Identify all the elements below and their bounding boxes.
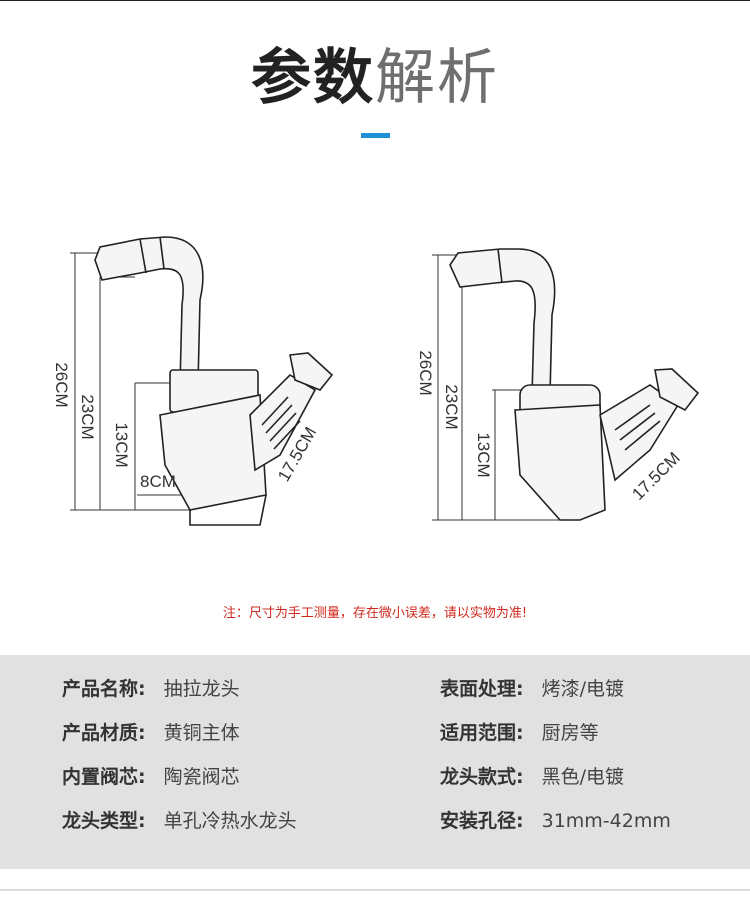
title-accent-bar xyxy=(361,133,390,138)
faucet-diagram-left: 26CM 23CM 13CM 8CM 17.5CM xyxy=(52,236,334,526)
spec-value: 厨房等 xyxy=(541,722,599,744)
spec-key: 产品材质: xyxy=(62,722,146,744)
spec-row-left-1: 产品名称: 抽拉龙头 xyxy=(62,674,240,704)
spec-value: 黑色/电镀 xyxy=(541,766,625,788)
spec-row-right-3: 龙头款式: 黑色/电镀 xyxy=(440,762,624,792)
spec-row-right-1: 表面处理: 烤漆/电镀 xyxy=(440,674,624,704)
spec-value: 抽拉龙头 xyxy=(163,678,240,700)
spec-key: 龙头类型: xyxy=(62,810,146,832)
dim-height-23cm: 23CM xyxy=(442,384,461,429)
spec-value: 烤漆/电镀 xyxy=(541,678,625,700)
faucet-diagram-right: 26CM 23CM 13CM 17.5CM xyxy=(416,248,700,521)
dimension-lines-right xyxy=(432,254,580,521)
bottom-strip xyxy=(0,869,750,898)
spec-key: 产品名称: xyxy=(62,678,146,700)
spec-key: 适用范围: xyxy=(440,722,524,744)
title-dark: 参数 xyxy=(251,43,375,113)
page-title: 参数解析 xyxy=(0,40,750,116)
spec-value: 陶瓷阀芯 xyxy=(163,766,240,788)
spec-panel: 产品名称: 抽拉龙头 产品材质: 黄铜主体 内置阀芯: 陶瓷阀芯 龙头类型: 单孔冷热水… xyxy=(0,655,750,869)
dim-height-13cm: 13CM xyxy=(112,422,131,467)
spec-row-left-3: 内置阀芯: 陶瓷阀芯 xyxy=(62,762,240,792)
spec-value: 31mm-42mm xyxy=(541,810,671,832)
top-border xyxy=(0,0,750,1)
spec-row-right-2: 适用范围: 厨房等 xyxy=(440,718,599,748)
dim-height-26cm: 26CM xyxy=(416,350,435,395)
spec-key: 内置阀芯: xyxy=(62,766,146,788)
spec-row-left-4: 龙头类型: 单孔冷热水龙头 xyxy=(62,806,297,836)
spec-row-right-4: 安装孔径: 31mm-42mm xyxy=(440,806,671,836)
spec-key: 表面处理: xyxy=(440,678,524,700)
dim-height-13cm: 13CM xyxy=(474,432,493,477)
spec-key: 龙头款式: xyxy=(440,766,524,788)
spec-value: 黄铜主体 xyxy=(163,722,240,744)
spec-row-left-2: 产品材质: 黄铜主体 xyxy=(62,718,240,748)
dim-height-23cm: 23CM xyxy=(78,394,97,439)
faucet-drawing-right xyxy=(449,248,700,521)
faucet-drawing-left xyxy=(94,236,334,526)
spec-value: 单孔冷热水龙头 xyxy=(163,810,297,832)
dim-width-8cm: 8CM xyxy=(140,472,176,491)
title-light: 解析 xyxy=(375,43,499,113)
measurement-note: 注：尺寸为手工测量，存在微小误差，请以实物为准! xyxy=(222,606,528,621)
bottom-divider xyxy=(0,889,750,891)
dimension-lines-left xyxy=(70,252,190,511)
spec-key: 安装孔径: xyxy=(440,810,524,832)
dim-height-26cm: 26CM xyxy=(52,362,71,407)
